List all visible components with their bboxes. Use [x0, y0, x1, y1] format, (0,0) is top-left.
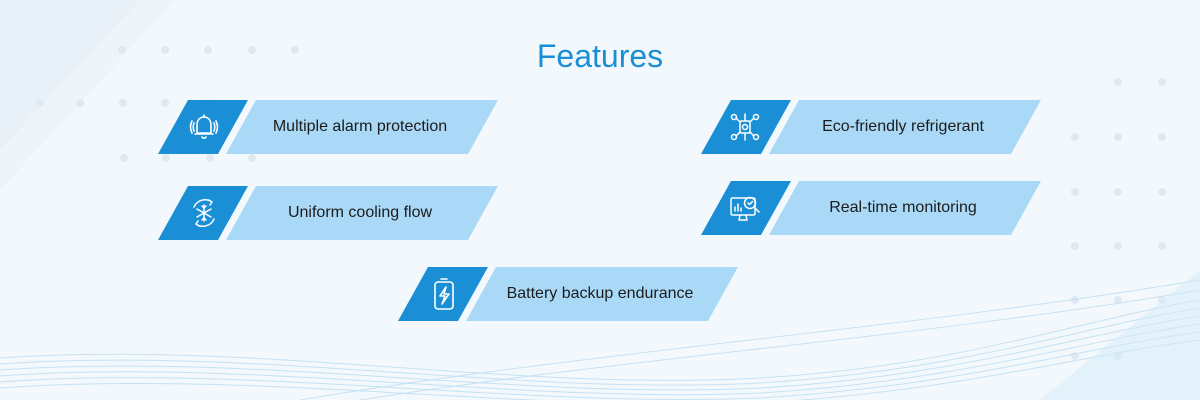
- feature-banner-shape: [158, 100, 498, 154]
- feature-uniform-cooling-flow: Uniform cooling flow: [158, 186, 498, 240]
- monitoring-screen-icon: [730, 196, 760, 221]
- snowflake-cycle-icon: [193, 199, 215, 227]
- feature-banner-shape: [398, 267, 738, 321]
- feature-label: Uniform cooling flow: [287, 204, 433, 221]
- feature-real-time-monitoring: Real-time monitoring: [701, 181, 1041, 235]
- feature-label: Real-time monitoring: [829, 199, 977, 216]
- feature-banner-shape: [701, 100, 1041, 154]
- refrigerant-circuit-icon: [730, 113, 760, 141]
- feature-multiple-alarm-protection: Multiple alarm protection: [158, 100, 498, 154]
- alarm-bell-icon: [189, 114, 219, 139]
- feature-banner-shape: [701, 181, 1041, 235]
- feature-battery-backup-endurance: Battery backup endurance: [398, 267, 738, 321]
- battery-charge-icon: [434, 278, 454, 310]
- feature-label: Multiple alarm protection: [272, 118, 448, 135]
- feature-eco-friendly-refrigerant: Eco-friendly refrigerant: [701, 100, 1041, 154]
- page-title: Features: [536, 38, 664, 74]
- feature-label: Eco-friendly refrigerant: [822, 118, 984, 135]
- feature-label: Battery backup endurance: [506, 285, 694, 302]
